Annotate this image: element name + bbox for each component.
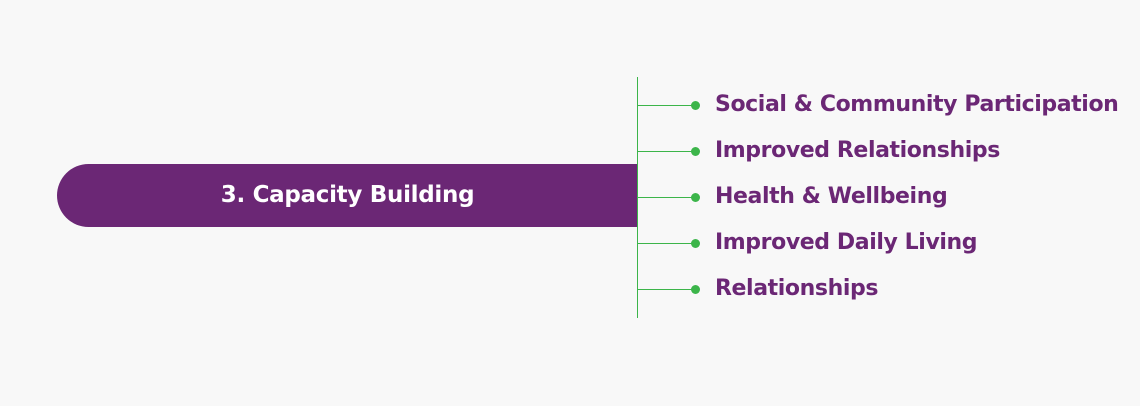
bullet-dot-icon [691, 285, 700, 294]
branch-label: Health & Wellbeing [715, 184, 948, 209]
branch-connector [638, 243, 696, 244]
bullet-dot-icon [691, 193, 700, 202]
branch-label: Social & Community Participation [715, 92, 1119, 117]
branch-connector [638, 105, 696, 106]
branch-connector [638, 289, 696, 290]
branch-label: Relationships [715, 276, 879, 301]
branch-label: Improved Relationships [715, 138, 1000, 163]
branch-connector [638, 151, 696, 152]
bullet-dot-icon [691, 147, 700, 156]
branch-trunk-line [637, 77, 638, 318]
bullet-dot-icon [691, 101, 700, 110]
main-node-label: 3. Capacity Building [220, 182, 475, 208]
branch-label: Improved Daily Living [715, 230, 978, 255]
bullet-dot-icon [691, 239, 700, 248]
branch-connector [638, 197, 696, 198]
main-node: 3. Capacity Building [57, 164, 638, 227]
